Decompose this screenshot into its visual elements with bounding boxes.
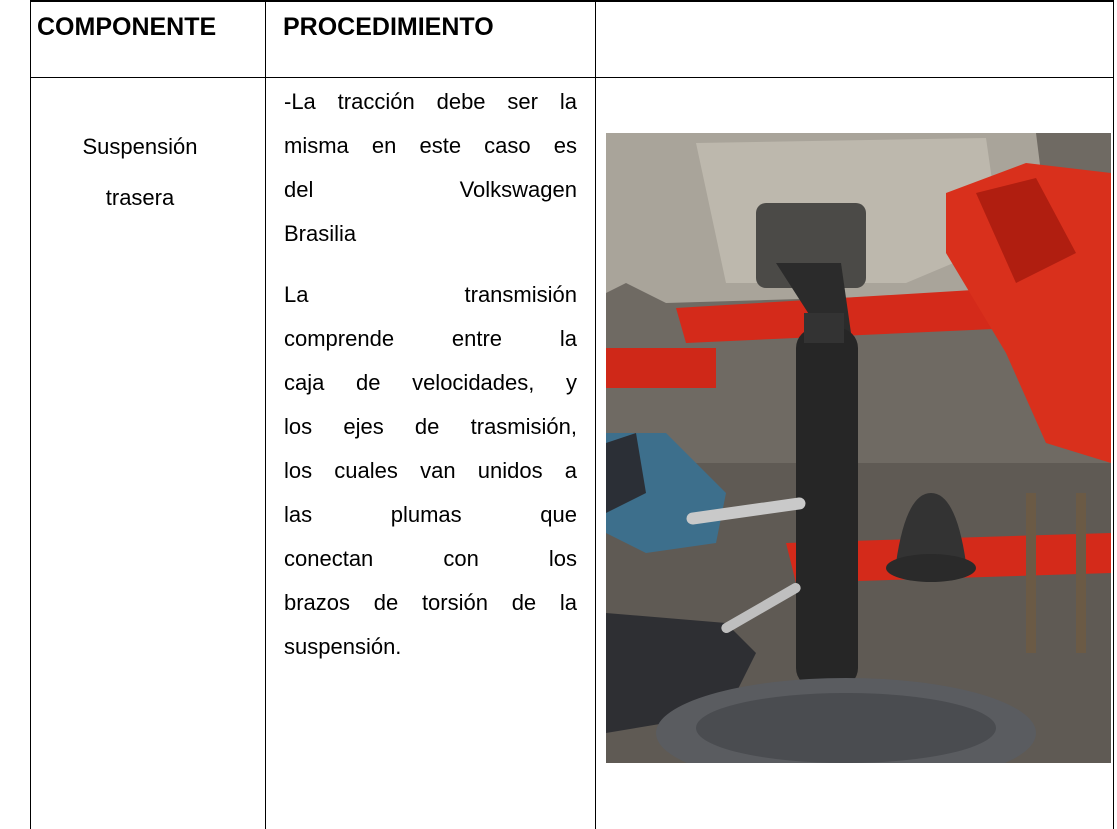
procedure-cell: -La tracción debe ser la misma en este c… [284, 80, 577, 669]
procedure-p2-line: los ejes de trasmisión, [284, 414, 577, 439]
procedure-p2-line: conectan con los [284, 546, 577, 571]
procedure-p2-line: brazos de torsión de la [284, 590, 577, 615]
header-row-bottom-border [30, 77, 1114, 78]
component-name-line1: Suspensión [82, 134, 198, 159]
procedure-paragraph-2: La transmisión comprende entre la caja d… [284, 273, 577, 669]
component-cell: Suspensión trasera [35, 121, 245, 223]
procedure-paragraph-1: -La tracción debe ser la misma en este c… [284, 80, 577, 256]
procedure-p2-line: caja de velocidades, y [284, 370, 577, 395]
procedure-p1-line: Brasilia [284, 221, 357, 246]
rear-axle-illustration [606, 133, 1111, 763]
procedure-p2-line: las plumas que [284, 502, 577, 527]
rear-axle-photo [606, 133, 1111, 763]
procedure-p2-line: La transmisión [284, 282, 577, 307]
column-divider-2 [595, 0, 596, 829]
component-name-line2: trasera [105, 185, 175, 210]
procedure-p1-line: -La tracción debe ser la [284, 89, 577, 114]
procedure-p1-line: misma en este caso es [284, 133, 577, 158]
header-componente: COMPONENTE [37, 13, 217, 41]
table-right-border [1113, 0, 1114, 829]
table-top-border [30, 0, 1114, 2]
procedure-p1-line: del Volkswagen [284, 177, 577, 202]
table-left-border [30, 0, 31, 829]
column-divider-1 [265, 0, 266, 829]
procedure-p2-line: suspensión. [284, 634, 402, 659]
procedure-p2-line: comprende entre la [284, 326, 577, 351]
procedure-p2-line: los cuales van unidos a [284, 458, 577, 483]
header-procedimiento: PROCEDIMIENTO [283, 13, 494, 41]
